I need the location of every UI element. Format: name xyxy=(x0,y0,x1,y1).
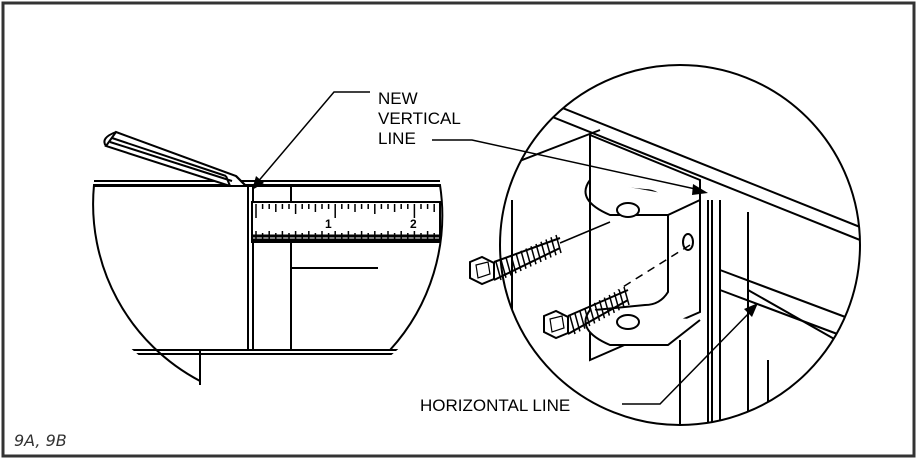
new-vertical-line-callout: NEW VERTICAL LINE xyxy=(252,89,708,195)
leader-line-right xyxy=(432,139,701,191)
leader-horizontal-line xyxy=(622,309,753,405)
leader-new-vertical-line xyxy=(255,91,370,185)
mounting-bracket xyxy=(584,133,701,362)
detail-9b xyxy=(469,64,861,426)
bracket-hole-side xyxy=(682,233,694,251)
screw-icon-bottom xyxy=(543,286,630,340)
ruler-mark-1: 1 xyxy=(325,217,332,231)
pencil-icon xyxy=(103,130,249,187)
bracket-hole-bottom xyxy=(616,314,640,330)
label-vertical: VERTICAL xyxy=(378,109,461,128)
screw-icon-top xyxy=(469,221,611,286)
ruler-mark-2: 2 xyxy=(410,217,417,231)
label-new: NEW xyxy=(378,89,418,108)
horizontal-line-callout: HORIZONTAL LINE xyxy=(420,303,758,415)
tape-measure: 1 2 xyxy=(251,201,441,243)
arrowhead-left xyxy=(252,176,264,190)
arrowhead-horizontal xyxy=(744,303,758,317)
dashed-alignment-line xyxy=(617,244,691,291)
bracket-hole-top xyxy=(616,202,640,218)
detail-9a: 1 2 xyxy=(65,130,444,385)
figure-caption: 9A, 9B xyxy=(14,431,67,450)
label-horizontal-line: HORIZONTAL LINE xyxy=(420,396,570,415)
label-line: LINE xyxy=(378,129,416,148)
